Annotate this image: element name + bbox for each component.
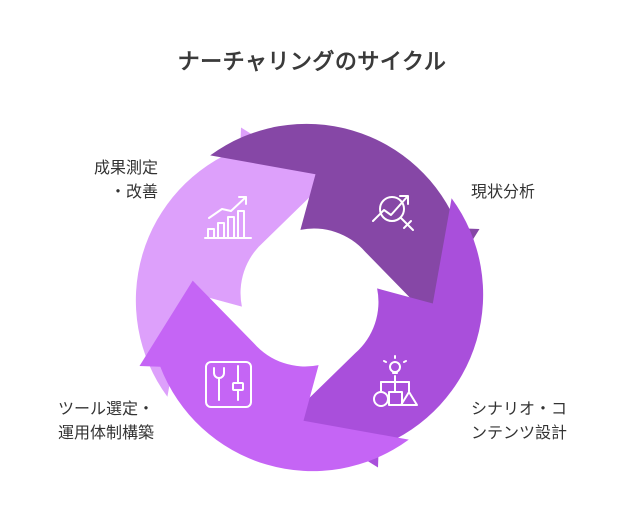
stage-label-line: シナリオ・コ xyxy=(471,399,568,418)
segment-top-left xyxy=(135,127,327,397)
tools-toggle-icon xyxy=(205,361,252,408)
stage-label-line: 運用体制構築 xyxy=(57,423,154,442)
stage-label-scenario-design: シナリオ・コ ンテンツ設計 xyxy=(471,397,567,445)
growth-chart-icon xyxy=(204,196,252,239)
stage-label-tool-selection: ツール選定・ 運用体制構築 xyxy=(58,397,154,445)
stage-label-measure-improve: 成果測定 ・改善 xyxy=(94,156,158,204)
diagram-title: ナーチャリングのサイクル xyxy=(177,50,447,75)
stage-label-line: ンテンツ設計 xyxy=(471,423,568,442)
segment-top-right xyxy=(210,123,480,315)
segment-bottom-left xyxy=(139,280,409,472)
segment-bottom-right xyxy=(292,198,484,468)
stage-label-line: ツール選定・ xyxy=(57,399,154,418)
idea-flowchart-icon xyxy=(373,355,418,407)
stage-label-line: 成果測定 xyxy=(93,158,158,177)
stage-label-line: 現状分析 xyxy=(471,182,536,201)
stage-label-current-analysis: 現状分析 xyxy=(471,180,535,204)
stage-label-line: ・改善 xyxy=(109,182,158,201)
analysis-magnifier-icon xyxy=(372,195,414,231)
